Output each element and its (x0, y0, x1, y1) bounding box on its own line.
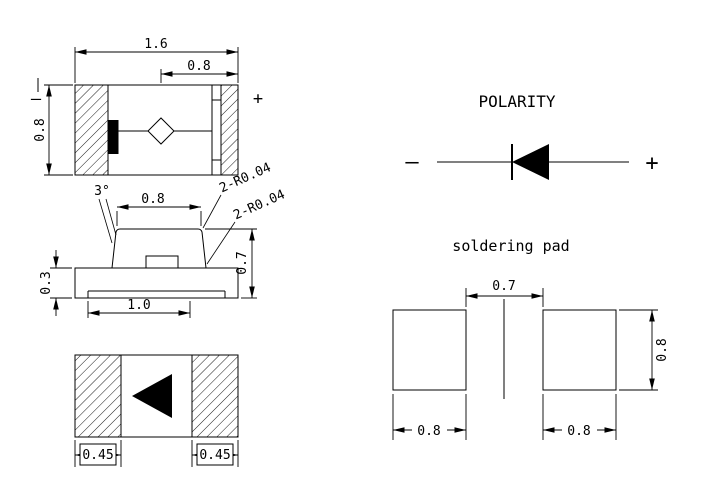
dim-total-width: 1.6 (74, 37, 239, 83)
dim-right-pad-label: 0.45 (199, 448, 230, 463)
polarity-minus-sign: — (405, 150, 419, 175)
dim-left-pad-width-label: 0.8 (417, 424, 440, 439)
dim-total-height: 0.7 (205, 228, 257, 299)
right-solder-pad (542, 309, 617, 391)
left-electrode-hatch (74, 84, 109, 176)
right-pad-hatch (191, 354, 239, 438)
dim-pad-gap: 0.7 (465, 279, 544, 307)
chip-profile (145, 255, 179, 269)
dim-bottom-width-label: 1.0 (127, 298, 150, 313)
radius-callouts: 2-R0.04 2-R0.04 (202, 160, 288, 265)
polarity-triangle (132, 374, 172, 418)
dim-left-pad: 0.45 (74, 440, 122, 467)
radius-note-lower: 2-R0.04 (231, 187, 287, 223)
dim-right-pad-width-label: 0.8 (567, 424, 590, 439)
minus-sign: — (31, 89, 42, 109)
dim-height: 0.8 (33, 84, 73, 176)
dim-height-label: 0.8 (33, 118, 48, 141)
dim-pad-height: 0.8 (619, 309, 670, 391)
plus-sign: + (253, 89, 263, 109)
polarity-title: POLARITY (478, 92, 555, 111)
soldering-pad-title: soldering pad (452, 237, 569, 255)
dim-right-pad: 0.45 (191, 440, 239, 467)
dim-right-pad-width: 0.8 (542, 394, 617, 440)
dim-total-height-label: 0.7 (235, 251, 250, 274)
top-view: 1.6 0.8 0.8 — + (31, 37, 263, 176)
polarity-diagram: POLARITY — + (405, 92, 659, 180)
dim-top-width: 0.8 (116, 192, 202, 226)
dim-pad-height-label: 0.8 (655, 338, 670, 361)
dim-total-width-label: 1.6 (144, 37, 167, 52)
dim-half-width-label: 0.8 (187, 59, 210, 74)
diode-symbol (437, 144, 629, 180)
diode-triangle (512, 144, 549, 180)
dim-left-pad-width: 0.8 (392, 394, 467, 440)
soldering-pad-diagram: soldering pad 0.7 0.8 0.8 (392, 237, 670, 440)
draft-angle-callout: 3° (94, 184, 117, 244)
left-pad-hatch (74, 354, 122, 438)
side-view: 3° 0.8 2-R0.04 2-R0.04 0.7 0.3 (39, 160, 288, 318)
dim-pad-gap-label: 0.7 (492, 279, 515, 294)
dim-body-height-label: 0.3 (39, 271, 54, 294)
dim-body-height: 0.3 (39, 250, 72, 316)
led-chip-diamond (147, 117, 175, 145)
left-solder-pad (392, 309, 467, 391)
body-outline (74, 267, 239, 299)
draft-angle-label: 3° (94, 184, 110, 199)
dim-top-width-label: 0.8 (141, 192, 164, 207)
lens-profile (111, 228, 207, 269)
dim-bottom-width: 1.0 (87, 298, 191, 318)
right-electrode-hatch (220, 84, 239, 176)
cathode-mark-bar (108, 120, 119, 154)
dim-left-pad-label: 0.45 (82, 448, 113, 463)
bottom-view: 0.45 0.45 (74, 354, 239, 467)
polarity-plus-sign: + (645, 151, 658, 176)
dim-half-width: 0.8 (160, 59, 238, 83)
